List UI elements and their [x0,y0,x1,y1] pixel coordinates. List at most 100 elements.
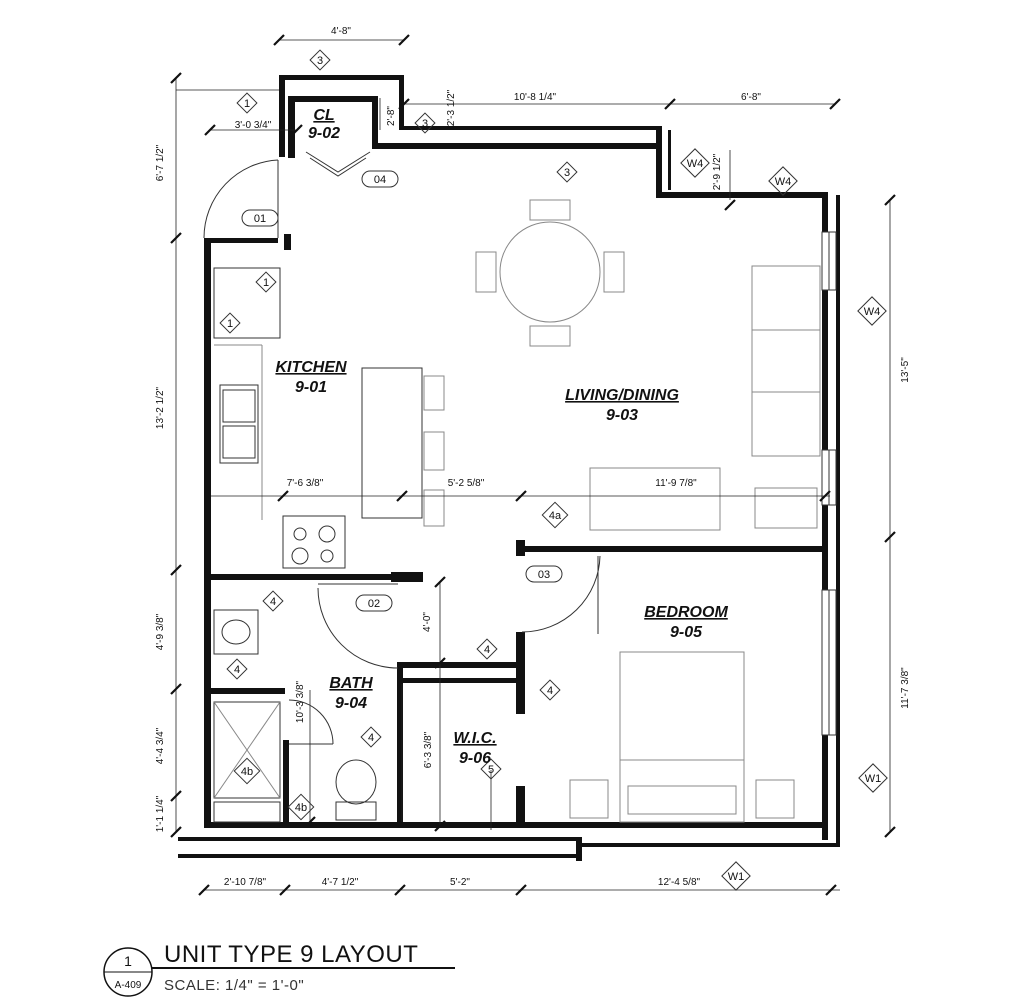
tag-diamond: 4 [539,679,561,701]
dining-chair-top [529,199,571,221]
svg-text:4: 4 [484,644,490,656]
side-table [754,487,818,529]
door-swing-03 [521,555,601,633]
dim-bottom-4: 12'-4 5/8" [658,877,701,888]
door-tag-03: 03 [538,569,550,581]
svg-text:4: 4 [234,664,240,676]
room-labels: CL 9-02 KITCHEN 9-01 LIVING/DINING 9-03 … [275,107,728,767]
dim-window-offset: 2'-9 1/2" [712,153,723,190]
dim-bottom-3: 5'-2" [450,877,470,888]
svg-text:W4: W4 [775,176,792,188]
svg-text:1: 1 [227,318,233,330]
wall-bed-top-right [598,546,828,552]
dining-chair-bottom [529,325,571,347]
tag-diamond: 3 [414,112,436,134]
windows [821,231,837,736]
wall-cl-right-outer [399,75,404,130]
tag-diamond: 4 [360,726,382,748]
wall-wic-top [403,678,523,683]
dim-left-shower: 4'-4 3/4" [155,727,166,764]
wall-shower-top [211,688,285,694]
tag-diamond: 4 [226,658,248,680]
wall-cl-right-inner [372,98,378,146]
svg-text:W4: W4 [687,158,704,170]
title-block: 1 A-409 UNIT TYPE 9 LAYOUT SCALE: 1/4" =… [103,941,455,997]
dim-left-top: 6'-7 1/2" [155,144,166,181]
tag-diamond: 4b [233,757,261,785]
wall-entry-jamb [284,234,291,250]
svg-text:4: 4 [547,685,553,697]
kitchen-sink [219,384,259,464]
room-name-living: LIVING/DINING [565,387,679,404]
kitchen-island [361,367,423,519]
tag-diamond: W4 [768,166,798,196]
room-name-bath: BATH [329,675,373,692]
walls [178,75,840,861]
tag-diamond: 1 [236,92,258,114]
tag-diamond: 4b [287,793,315,821]
wall-bed-top-left [516,546,606,552]
svg-text:5: 5 [488,764,494,776]
dim-left-bath: 4'-9 3/8" [155,613,166,650]
wall-top-living [372,143,662,149]
dim-row-mid: 5'-2 5/8" [448,478,485,489]
wall-top-right [656,192,828,198]
svg-text:W1: W1 [728,871,745,883]
svg-text:4: 4 [368,732,374,744]
wall-cl-left-inner [288,98,295,158]
room-name-kitchen: KITCHEN [275,359,347,376]
dining-chair-left [475,251,497,293]
dim-bottom-2: 4'-7 1/2" [322,877,359,888]
room-number-living: 9-03 [606,407,638,424]
wall-right-1 [822,192,828,232]
room-number-bath: 9-04 [335,695,367,712]
stool-1 [423,375,445,411]
dining-table [499,221,601,323]
svg-text:1: 1 [244,98,250,110]
room-name-cl: CL [313,107,334,124]
dim-row-kitchen: 7'-6 3/8" [287,478,324,489]
wall-cl-left-outer [279,75,285,157]
dim-wic-depth: 6'-3 3/8" [423,731,434,768]
dim-left-kitchen: 13'-2 1/2" [155,386,166,429]
wall-hall-stub [391,572,423,582]
bed [619,651,745,823]
tag-diamond: W4 [857,296,887,326]
dim-bath-depth: 10'-3 3/8" [295,680,306,723]
tag-diamond: 1 [219,312,241,334]
wall-bottom-outer [178,837,576,841]
sofa [751,265,821,457]
wall-bottom-outer-2 [178,854,576,858]
room-number-wic: 9-06 [459,750,491,767]
dim-cl-depth: 2'-8" [386,106,397,126]
room-name-bedroom: BEDROOM [644,604,728,621]
svg-text:4: 4 [270,596,276,608]
dim-right-living: 13'-5" [900,357,911,383]
wall-right-4 [822,735,828,840]
wall-wic-bedroom [516,632,525,714]
door-tag-02: 02 [368,598,380,610]
bath-sink [213,609,259,655]
room-name-wic: W.I.C. [453,730,496,747]
dim-left-bottom: 1'-1 1/4" [155,795,166,832]
svg-text:3: 3 [564,167,570,179]
dim-bottom-1: 2'-10 7/8" [224,877,267,888]
tag-diamond: W1 [858,763,888,793]
wall-bath-wic [397,668,403,828]
tag-diamond: 3 [556,161,578,183]
svg-text:W1: W1 [865,773,882,785]
dim-hall-depth: 4'-0" [422,612,433,632]
dim-cl-width: 3'-0 3/4" [235,120,272,131]
tag-diamond: 3 [309,49,331,71]
svg-text:4b: 4b [241,766,253,778]
svg-text:3: 3 [317,55,323,67]
door-swing-bath [288,699,334,745]
door-swing-02 [317,587,399,669]
svg-text:1: 1 [263,277,269,289]
door-tag-04: 04 [374,174,386,186]
wall-kitchen-bath [211,574,391,580]
wall-cl-top-inner [288,96,378,102]
wall-bath-top [397,662,522,668]
nightstand-right [755,779,795,819]
wall-cl-top-outer [285,75,403,80]
